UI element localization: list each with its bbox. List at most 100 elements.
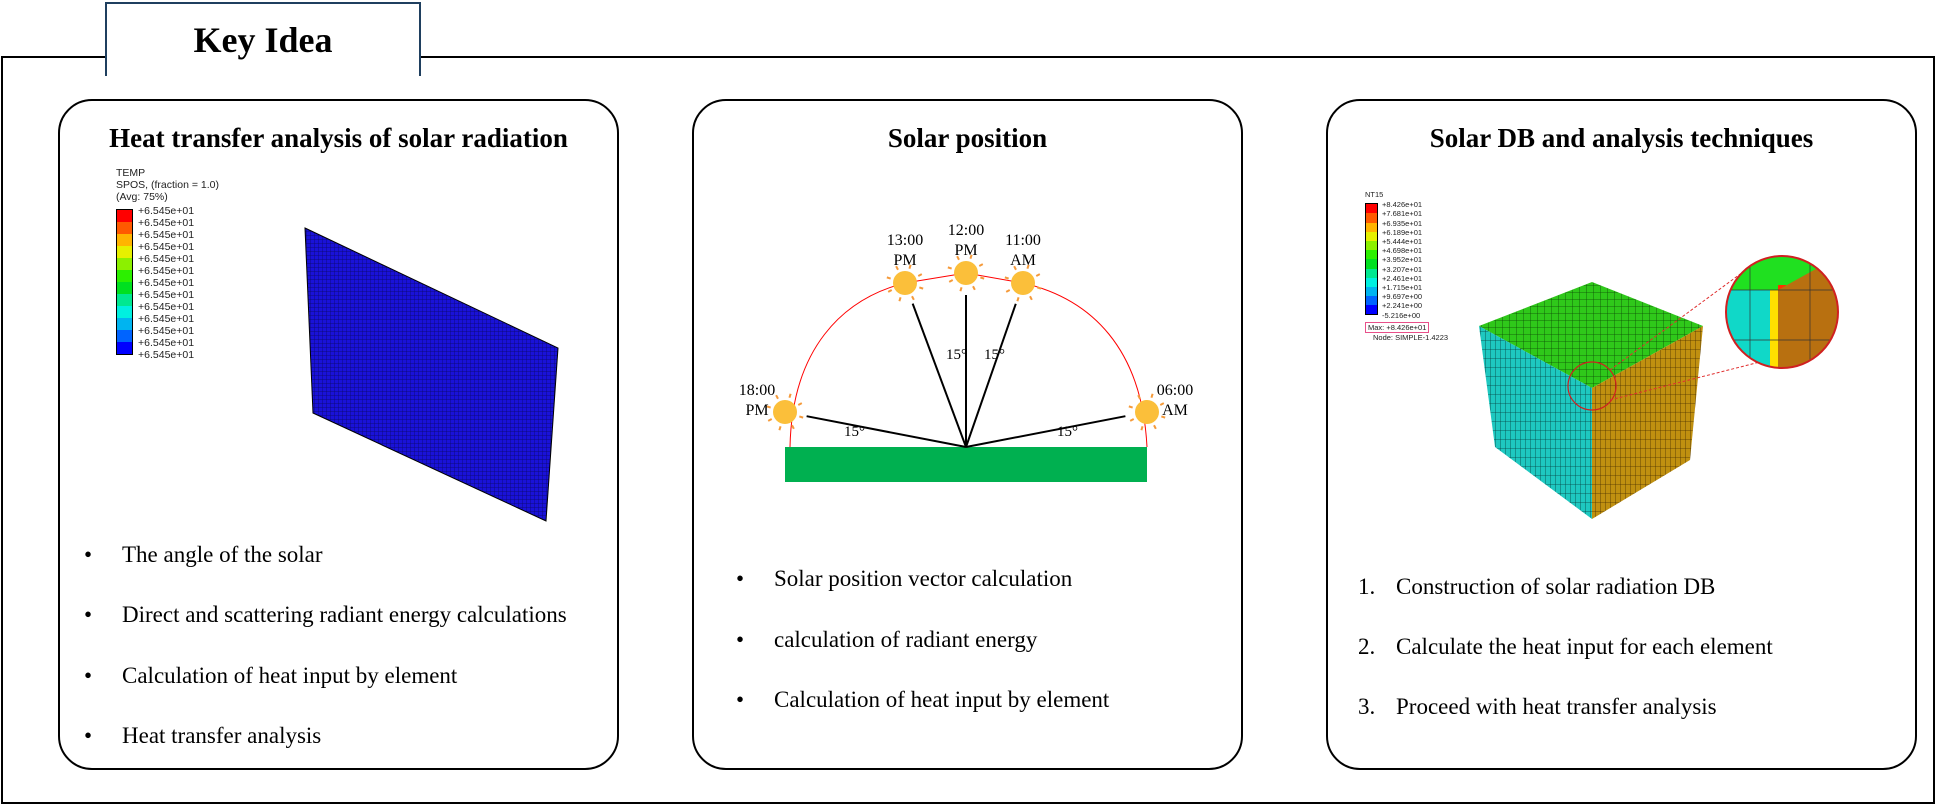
bullet-item: •Calculation of heat input by element	[84, 663, 458, 688]
panel-heat-transfer: Heat transfer analysis of solar radiatio…	[58, 99, 619, 770]
numbered-item: 2.Calculate the heat input for each elem…	[1358, 634, 1773, 659]
panel-title: Heat transfer analysis of solar radiatio…	[109, 123, 568, 153]
legend-value: +6.545e+01	[138, 217, 195, 229]
node-label: Node: SIMPLE-1.4223	[1373, 333, 1449, 343]
color-swatch	[1366, 277, 1377, 287]
color-swatch	[1366, 286, 1377, 297]
color-swatch	[1366, 268, 1377, 278]
bullet-item: •Direct and scattering radiant energy ca…	[84, 602, 567, 627]
color-swatch	[1366, 213, 1377, 223]
color-swatch	[117, 210, 132, 222]
color-swatch	[1366, 240, 1377, 251]
legend-value: +6.545e+01	[138, 337, 195, 349]
sun-time-label: 13:00	[887, 232, 923, 249]
sun-ray-line	[965, 303, 1017, 448]
color-swatch	[117, 318, 132, 330]
legend-value: +6.545e+01	[138, 301, 195, 313]
legend-value: +6.545e+01	[138, 241, 195, 253]
sun-ray-line	[965, 415, 1126, 448]
color-scale-bar	[1365, 203, 1378, 316]
color-swatch	[1366, 204, 1377, 214]
color-swatch	[117, 330, 132, 342]
sun-icon	[947, 254, 985, 292]
sun-time-label: AM	[1010, 252, 1036, 269]
color-swatch	[1366, 250, 1377, 260]
sun-icon	[1128, 393, 1166, 431]
bullet-item: •The angle of the solar	[84, 542, 323, 567]
legend-value: +6.935e+01	[1382, 218, 1423, 228]
nt15-legend: NT15 +8.426e+01+7.681e+01+6.935e+01+6.18…	[1365, 190, 1448, 342]
panel-title: Solar DB and analysis techniques	[1429, 123, 1814, 153]
color-swatch	[117, 342, 132, 354]
color-swatch	[117, 306, 132, 318]
sun-icon	[886, 264, 924, 302]
key-idea-title: Key Idea	[105, 2, 421, 76]
legend-value: +3.952e+01	[1382, 255, 1423, 265]
sun-time-label: 18:00	[739, 382, 775, 399]
legend-value: +7.681e+01	[1382, 209, 1423, 219]
legend-value: +5.444e+01	[1382, 237, 1423, 247]
legend-value: +6.545e+01	[138, 229, 195, 241]
legend-title: NT15	[1365, 190, 1384, 199]
color-swatch	[1366, 305, 1377, 315]
legend-value: +6.545e+01	[138, 277, 195, 289]
legend-value: +1.715e+01	[1382, 283, 1423, 293]
legend-value: +6.545e+01	[138, 289, 195, 301]
sun-icon	[1004, 264, 1042, 302]
color-swatch	[1366, 259, 1377, 269]
key-idea-frame	[1, 56, 1935, 804]
legend-value: +3.207e+01	[1382, 264, 1423, 274]
angle-label: 15°	[844, 424, 865, 440]
bullet-item: •Calculation of heat input by element	[736, 687, 1110, 712]
legend-line: SPOS, (fraction = 1.0)	[116, 179, 220, 191]
legend-value: +6.545e+01	[138, 253, 195, 265]
angle-label: 15°	[984, 347, 1005, 363]
numbered-item: 1.Construction of solar radiation DB	[1358, 574, 1716, 599]
panel-title: Solar position	[887, 123, 1048, 153]
color-swatch	[117, 234, 132, 246]
color-swatch	[117, 222, 132, 234]
sun-time-label: PM	[893, 252, 916, 269]
legend-value: +2.241e+00	[1382, 301, 1423, 311]
legend-value: +6.545e+01	[138, 313, 195, 325]
sun-icon	[766, 393, 804, 431]
panel-solar-db: Solar DB and analysis techniques NT15 +8…	[1326, 99, 1917, 770]
temp-legend: TEMP SPOS, (fraction = 1.0) (Avg: 75%) +…	[116, 167, 219, 361]
legend-value: +6.545e+01	[138, 205, 195, 217]
cube-mesh-image	[1479, 255, 1839, 519]
color-swatch	[1366, 222, 1377, 232]
legend-line: TEMP	[116, 167, 146, 179]
bullet-item: •Heat transfer analysis	[84, 723, 322, 748]
color-swatch	[1366, 231, 1377, 241]
sun-time-label: 12:00	[948, 222, 984, 239]
color-swatch	[1366, 296, 1377, 306]
legend-value: +4.698e+01	[1382, 246, 1423, 256]
color-swatch	[117, 270, 132, 282]
plate-mesh-image	[304, 227, 559, 522]
legend-value: +8.426e+01	[1382, 200, 1423, 210]
color-swatch	[117, 246, 132, 258]
sun-time-label: PM	[745, 402, 768, 419]
color-swatch	[117, 282, 132, 294]
legend-line: (Avg: 75%)	[116, 191, 168, 203]
color-swatch	[117, 294, 132, 306]
color-scale-bar	[116, 209, 133, 355]
bullet-item: •calculation of radiant energy	[736, 627, 1038, 652]
legend-value: +6.545e+01	[138, 265, 195, 277]
max-value: Max: +8.426e+01	[1365, 321, 1430, 334]
legend-value: +2.461e+01	[1382, 273, 1423, 283]
legend-value: +6.545e+01	[138, 325, 195, 337]
sun-ray-line	[806, 415, 967, 448]
sun-ray-line	[911, 303, 967, 448]
sun-time-label: PM	[954, 242, 977, 259]
bullet-item: •Solar position vector calculation	[736, 566, 1073, 591]
panel-solar-position: Solar position •Solar position vector ca…	[692, 99, 1243, 770]
sun-time-label: AM	[1162, 402, 1188, 419]
legend-value: +6.189e+01	[1382, 227, 1423, 237]
angle-label: 15°	[1057, 424, 1078, 440]
numbered-item: 3.Proceed with heat transfer analysis	[1358, 694, 1717, 719]
angle-label: 15°	[946, 347, 967, 363]
legend-value: -5.216e+00	[1382, 310, 1421, 320]
color-swatch	[117, 258, 132, 270]
